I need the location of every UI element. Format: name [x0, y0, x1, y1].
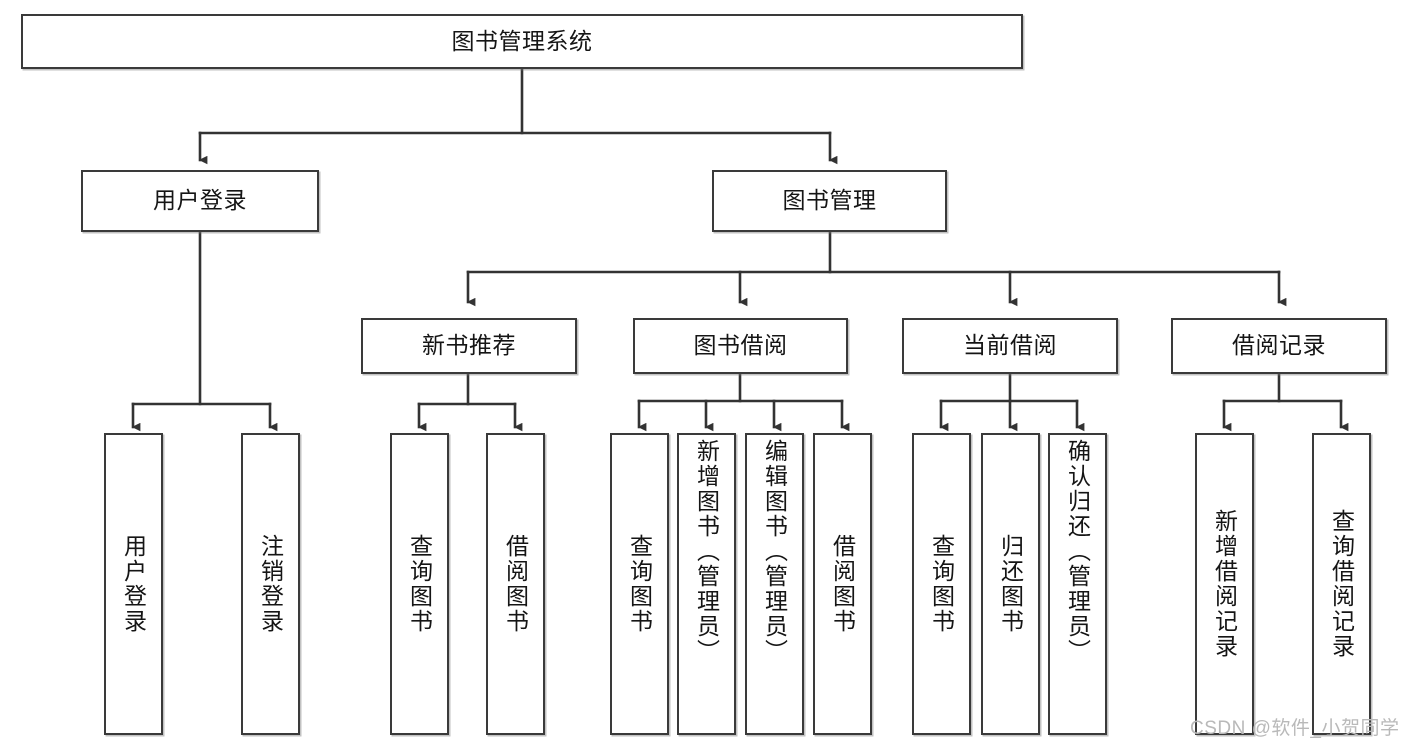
node-label: 图书管理系统 [451, 27, 593, 54]
node-label: 图书借阅 [693, 332, 788, 359]
node-label: 编辑图书（管理员） [761, 439, 788, 664]
leaf-current-borrow-confirm-return[interactable]: 确认归还（管理员） [1048, 433, 1107, 735]
node-label: 查询图书 [626, 534, 653, 634]
leaf-current-borrow-query[interactable]: 查询图书 [912, 433, 971, 735]
node-label: 借阅记录 [1232, 332, 1326, 359]
leaf-book-borrow-add[interactable]: 新增图书（管理员） [677, 433, 736, 735]
node-label: 当前借阅 [963, 332, 1057, 359]
node-label: 查询图书 [928, 534, 955, 634]
node-label: 新书推荐 [422, 332, 516, 359]
leaf-book-borrow-borrow[interactable]: 借阅图书 [813, 433, 872, 735]
node-label: 确认归还（管理员） [1064, 439, 1091, 664]
node-label: 注销登录 [257, 534, 284, 634]
node-label: 用户登录 [153, 187, 247, 214]
node-label: 新增借阅记录 [1211, 509, 1238, 659]
node-label: 查询借阅记录 [1328, 509, 1355, 659]
node-label: 查询图书 [406, 534, 433, 634]
csdn-watermark: CSDN @软件_小贺同学 [1190, 718, 1400, 739]
node-label: 借阅图书 [829, 534, 856, 634]
node-label: 借阅图书 [502, 534, 529, 634]
node-root-system[interactable]: 图书管理系统 [21, 14, 1023, 69]
leaf-borrow-record-add[interactable]: 新增借阅记录 [1195, 433, 1254, 735]
leaf-book-borrow-edit[interactable]: 编辑图书（管理员） [745, 433, 804, 735]
leaf-user-login-login[interactable]: 用户登录 [104, 433, 163, 735]
node-label: 归还图书 [997, 534, 1024, 634]
leaf-new-book-borrow[interactable]: 借阅图书 [486, 433, 545, 735]
leaf-book-borrow-query[interactable]: 查询图书 [610, 433, 669, 735]
node-borrow-record[interactable]: 借阅记录 [1171, 318, 1387, 374]
leaf-new-book-query[interactable]: 查询图书 [390, 433, 449, 735]
node-label: 用户登录 [120, 534, 147, 634]
node-book-borrow[interactable]: 图书借阅 [633, 318, 848, 374]
leaf-current-borrow-return[interactable]: 归还图书 [981, 433, 1040, 735]
leaf-borrow-record-query[interactable]: 查询借阅记录 [1312, 433, 1371, 735]
node-current-borrow[interactable]: 当前借阅 [902, 318, 1118, 374]
node-book-management[interactable]: 图书管理 [712, 170, 947, 232]
node-user-login[interactable]: 用户登录 [81, 170, 319, 232]
node-new-book-recommend[interactable]: 新书推荐 [361, 318, 577, 374]
node-label: 新增图书（管理员） [693, 439, 720, 664]
leaf-user-login-logout[interactable]: 注销登录 [241, 433, 300, 735]
node-label: 图书管理 [782, 187, 877, 214]
